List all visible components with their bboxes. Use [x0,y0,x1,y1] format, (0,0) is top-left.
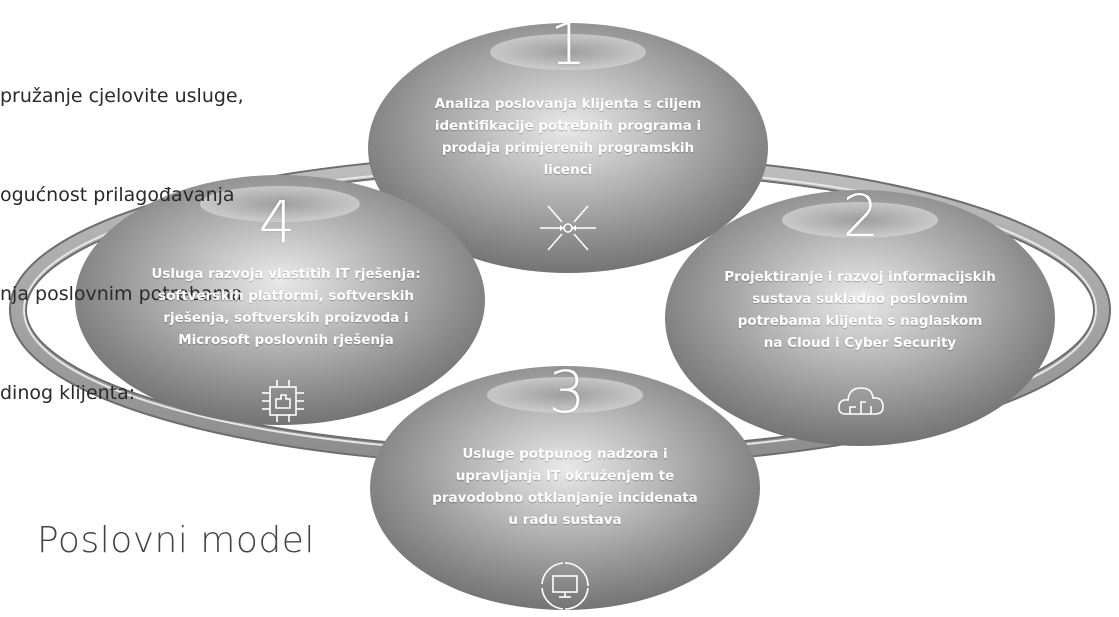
arrows-converge-icon [540,205,596,251]
step-1-number: 1 [549,10,587,78]
monitor-cycle-icon [541,562,589,610]
step-2-line: Projektiranje i razvoj informacijskih [724,269,996,285]
step-3-line: upravljanja IT okruženjem te [455,468,675,484]
step-2-line: potrebama klijenta s naglaskom [737,313,983,329]
step-1-torus [368,23,768,273]
step-4-line: Usluga razvoja vlastitih IT rješenja: [151,266,421,282]
step-4-line: rješenja, softverskih proizvoda i [163,310,409,326]
intro-line: dinog klijenta: [0,382,136,404]
intro-line: ogućnost prilagođavanja [0,184,235,206]
step-2-line: na Cloud i Cyber Security [763,335,957,351]
cloud-circuit-icon [838,387,884,415]
step-3-number: 3 [548,358,586,426]
step-3-line: pravodobno otklanjanje incidenata [432,490,698,506]
chip-hand-icon [262,380,304,422]
step-4-torus [75,175,485,425]
step-3-line: u radu sustava [508,512,622,528]
step-2-torus [665,190,1055,446]
intro-line: nja poslovnim potrebama [0,283,243,305]
step-4-number: 4 [258,188,296,256]
step-1-label: Analiza poslovanja klijenta s ciljem ide… [388,93,748,181]
step-4-label: Usluga razvoja vlastitih IT rješenja: so… [106,263,466,351]
step-4-line: Microsoft poslovnih rješenja [178,332,394,348]
step-2-number: 2 [842,182,880,250]
step-1-line: Analiza poslovanja klijenta s ciljem [434,96,702,112]
step-3-line: Usluge potpunog nadzora i [462,446,668,462]
diagram-caption: Poslovni model [37,520,315,561]
step-2-label: Projektiranje i razvoj informacijskih su… [700,266,1020,354]
intro-text: pružanje cjelovite usluge, ogućnost pril… [0,14,244,443]
step-1-line: identifikacije potrebnih programa i [434,118,702,134]
step-1-line: licenci [543,162,593,178]
step-1-line: prodaja primjerenih programskih [441,140,695,156]
step-3-label: Usluge potpunog nadzora i upravljanja IT… [385,443,745,531]
intro-line: pružanje cjelovite usluge, [0,85,244,107]
step-2-line: sustava sukladno poslovnim [752,291,968,307]
step-3-torus [370,366,760,610]
step-4-line: softverskih platformi, softverskih [158,288,414,304]
